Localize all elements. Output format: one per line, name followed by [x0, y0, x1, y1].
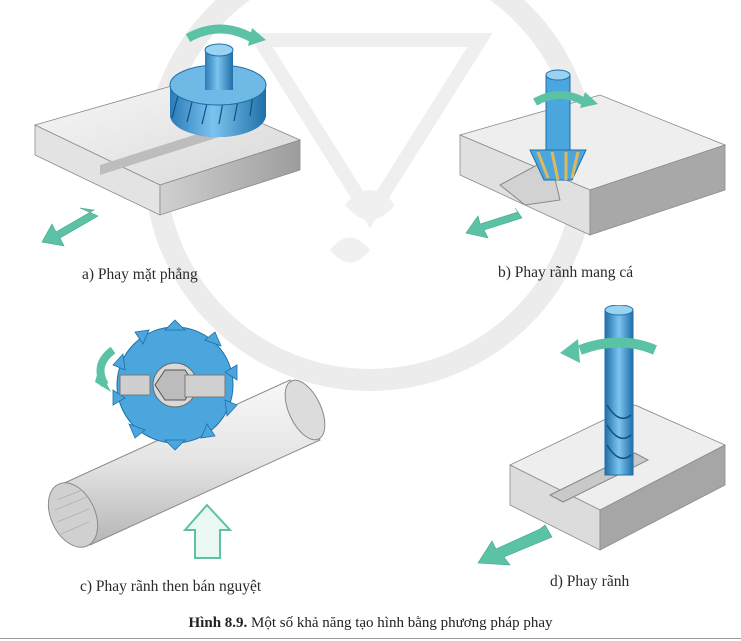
- panel-caption: d) Phay rãnh: [550, 573, 630, 590]
- figure-caption: Hình 8.9. Một số khả năng tạo hình bằng …: [0, 615, 741, 632]
- panel-caption: a) Phay mặt phẳng: [82, 266, 198, 283]
- rotation-arrow-icon: [533, 91, 598, 108]
- panel-face-milling: a) Phay mặt phẳng: [20, 10, 320, 283]
- woodruff-milling-illustration: [47, 319, 326, 559]
- face-milling-illustration: [33, 24, 302, 247]
- panel-caption: c) Phay rãnh then bán nguyệt: [80, 578, 262, 595]
- bottom-divider: [0, 638, 741, 639]
- slot-milling-illustration: [477, 305, 726, 566]
- figure-label: Hình 8.9.: [188, 615, 248, 631]
- panel-dovetail-milling: b) Phay rãnh mang cá: [440, 50, 740, 281]
- rotation-arrow-icon: [95, 346, 116, 392]
- dovetail-milling-illustration: [458, 69, 727, 239]
- feed-arrow-icon: [182, 503, 233, 559]
- rotation-arrow-icon: [185, 24, 266, 46]
- panel-caption: b) Phay rãnh mang cá: [498, 264, 634, 281]
- feed-arrow-icon: [465, 207, 523, 239]
- feed-arrow-icon: [41, 207, 99, 247]
- figure-title: Một số khả năng tạo hình bằng phương phá…: [247, 615, 553, 631]
- feed-arrow-icon: [477, 524, 553, 566]
- panel-slot-milling: d) Phay rãnh: [460, 305, 741, 590]
- panel-woodruff-milling: c) Phay rãnh then bán nguyệt: [25, 310, 345, 595]
- rotation-arrow-icon: [560, 337, 657, 363]
